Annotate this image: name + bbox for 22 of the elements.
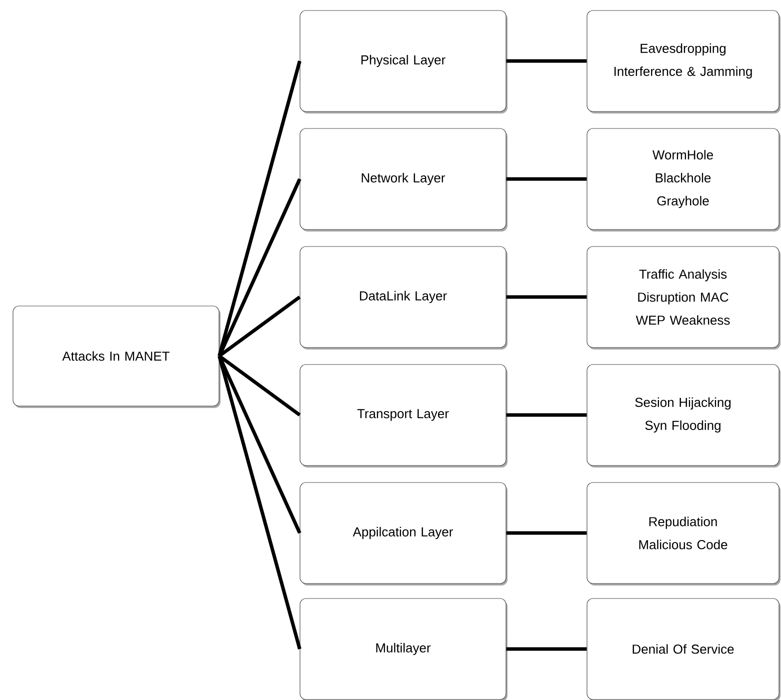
- layer-box: DataLink Layer: [300, 246, 508, 350]
- connector-line: [506, 59, 587, 63]
- connector-line: [218, 178, 302, 357]
- connector-line: [506, 647, 587, 651]
- layer-box: Multilayer: [300, 598, 508, 700]
- connector-line: [506, 177, 587, 181]
- root-box: Attacks In MANET: [12, 306, 220, 408]
- attack-box: Traffic Analysis Disruption MAC WEP Weakness: [586, 246, 780, 350]
- connector-line: [506, 531, 587, 535]
- connector-line: [218, 356, 302, 650]
- attack-box: Repudiation Malicious Code: [586, 482, 780, 586]
- layer-box: Appilcation Layer: [300, 482, 508, 586]
- attack-box: Denial Of Service: [586, 598, 780, 700]
- connector-line: [218, 60, 302, 356]
- attack-box: Sesion Hijacking Syn Flooding: [586, 364, 780, 468]
- layer-box: Transport Layer: [300, 364, 508, 468]
- connector-line: [506, 413, 587, 417]
- attack-box: Eavesdropping Interference & Jamming: [586, 10, 780, 114]
- attack-box: WormHole Blackhole Grayhole: [586, 128, 780, 232]
- layer-box: Physical Layer: [300, 10, 508, 114]
- layer-box: Network Layer: [300, 128, 508, 232]
- connector-line: [506, 295, 587, 299]
